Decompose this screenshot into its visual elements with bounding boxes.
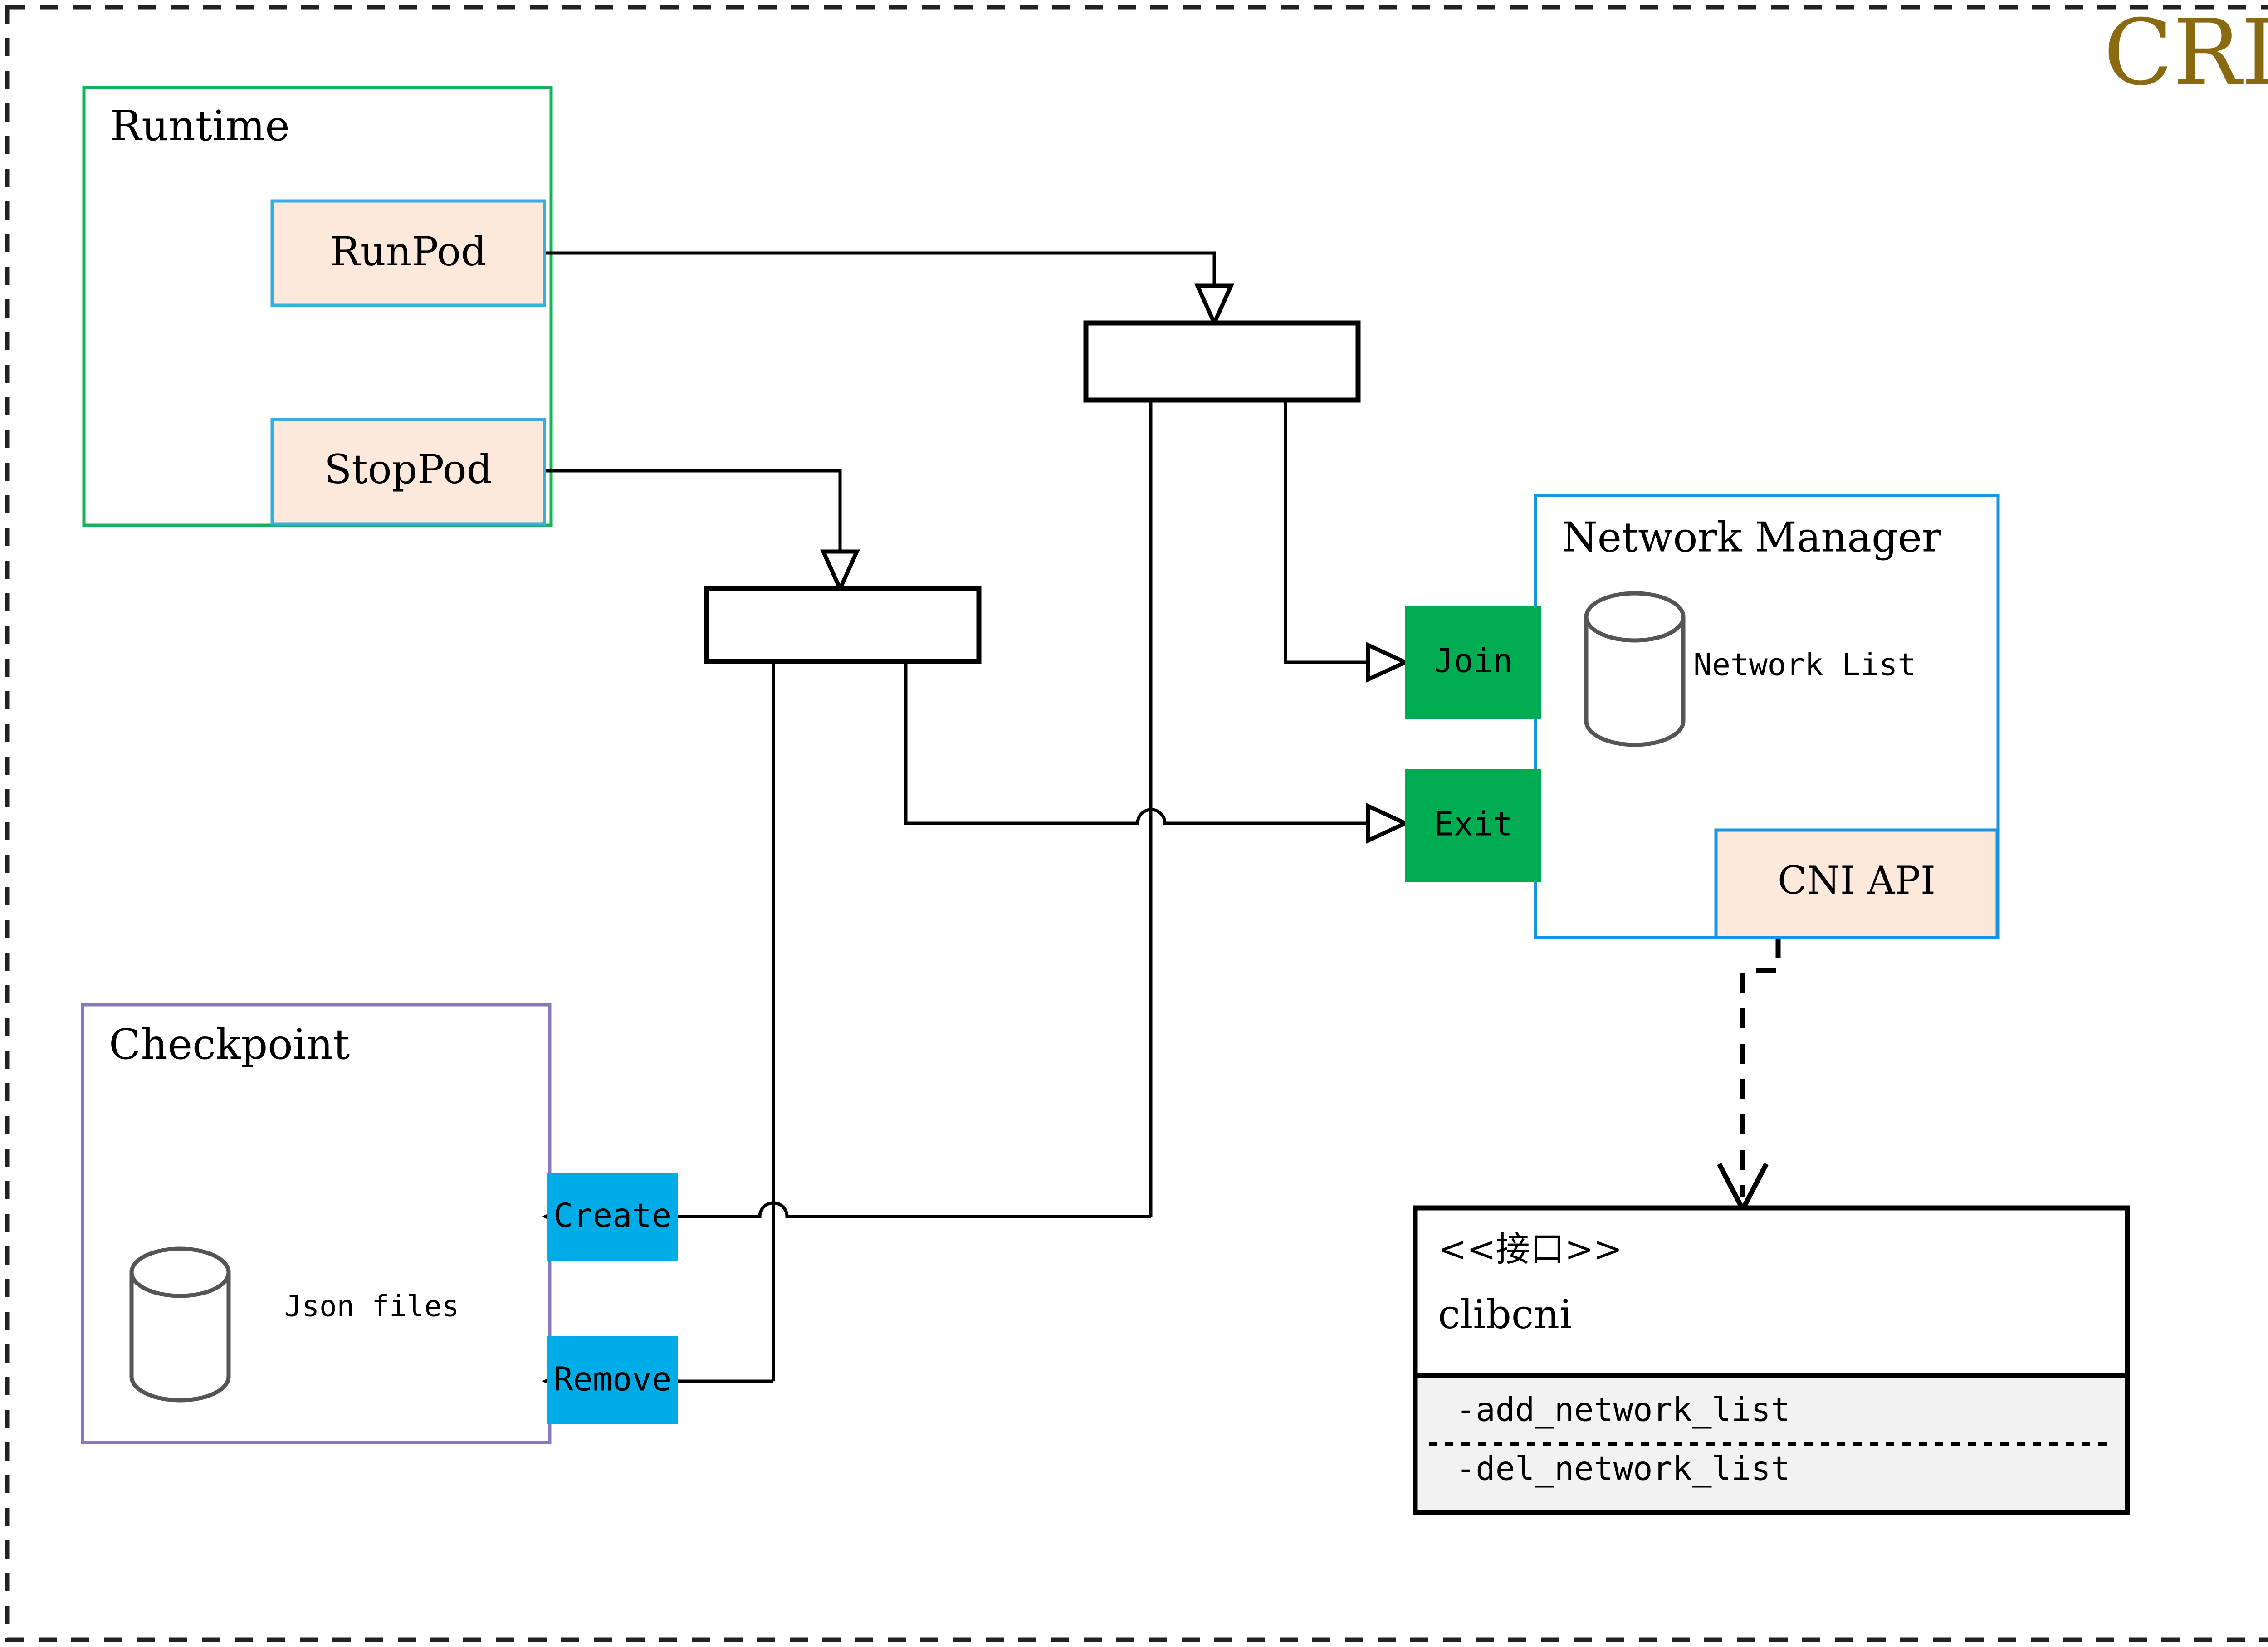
datastore-network-list-label: Network List — [1693, 647, 1916, 683]
edge-runpod-to-dispatcher-upper — [544, 251, 1216, 290]
interface-clibcni-name: clibcni — [1438, 1291, 1572, 1338]
operation-join-label: Join — [1434, 642, 1512, 680]
package-runtime-label: Runtime — [110, 102, 290, 150]
arrowhead-exit — [1366, 802, 1410, 844]
operation-cni-api[interactable] — [1714, 828, 1999, 939]
arrowhead-dispatcher-upper — [1194, 283, 1234, 328]
operation-runpod-label: RunPod — [330, 228, 487, 275]
interface-clibcni[interactable] — [1413, 1205, 2130, 1515]
diagram-title: CRI — [2103, 0, 2268, 106]
interface-clibcni-stereotype: <<接口>> — [1438, 1229, 1623, 1269]
edge-cniapi-to-clibcni — [1740, 938, 1781, 1197]
operation-remove[interactable] — [547, 1336, 678, 1424]
package-network-manager-label: Network Manager — [1562, 513, 1942, 561]
operation-create-label: Create — [553, 1197, 671, 1235]
dispatcher-lower[interactable] — [704, 586, 982, 664]
arrowhead-join — [1366, 641, 1410, 683]
datastore-json-files — [129, 1246, 231, 1403]
package-checkpoint-label: Checkpoint — [109, 1020, 350, 1069]
operation-stoppod[interactable] — [270, 418, 546, 526]
edge-to-create — [583, 1201, 1151, 1218]
operation-cni-api-label: CNI API — [1778, 858, 1936, 903]
interface-clibcni-method-1: -del_network_list — [1456, 1450, 1790, 1488]
interface-clibcni-method-0: -add_network_list — [1456, 1391, 1790, 1429]
datastore-json-files-label: Json files — [284, 1290, 459, 1324]
operation-stoppod-label: StopPod — [324, 446, 492, 493]
operation-exit[interactable] — [1405, 769, 1541, 882]
edge-dispatcher-lower-right-leg — [904, 661, 1370, 825]
operation-join[interactable] — [1405, 606, 1541, 719]
edge-dispatcher-upper-right-leg — [1284, 399, 1370, 664]
edge-stoppod-to-dispatcher-lower — [544, 469, 842, 554]
operation-exit-label: Exit — [1434, 805, 1512, 843]
outer-dashed-frame — [5, 5, 2268, 1642]
datastore-network-list — [1584, 591, 1686, 747]
operation-create[interactable] — [547, 1173, 678, 1261]
arrowhead-dispatcher-lower — [820, 549, 860, 594]
operation-remove-label: Remove — [553, 1360, 671, 1398]
dispatcher-upper[interactable] — [1083, 320, 1361, 403]
operation-runpod[interactable] — [270, 199, 546, 307]
